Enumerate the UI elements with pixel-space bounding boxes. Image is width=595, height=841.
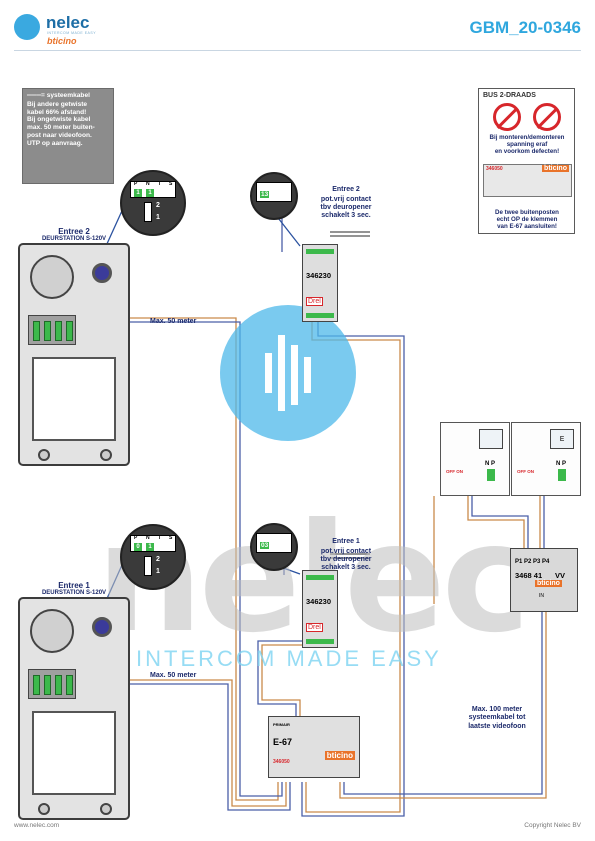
terminal-block [28, 315, 76, 345]
warning-title: BUS 2-DRAADS [483, 92, 536, 99]
station1-title: Entree 1 [58, 581, 90, 590]
door-station-entree1 [18, 597, 130, 820]
power-brand: bticino [324, 751, 355, 760]
watermark-tagline: INTERCOM MADE EASY [136, 646, 442, 671]
footer-copyright: Copyright Nelec BV [524, 822, 581, 829]
speaker-icon [30, 609, 74, 653]
wire-station2-blue [80, 321, 283, 797]
wire-mon1-blue [471, 496, 529, 548]
cable-note-body: Bij andere getwiste kabel 66% afstand! B… [27, 100, 95, 147]
brand-tagline: INTERCOM MADE EASY [47, 31, 97, 35]
relay-module-entree1: 346230 Drel [302, 570, 338, 648]
relay2-zoom: 13 [250, 172, 298, 220]
station1-subtitle: DEURSTATION S-120V [41, 590, 107, 596]
nameplate-window [32, 357, 116, 441]
relay1-title: Entree 1 [332, 538, 360, 545]
relay2-title: Entree 2 [332, 186, 360, 193]
videophone-1: N P OFF ON [440, 422, 510, 496]
relay1-code: 346230 [306, 597, 332, 606]
document-code: GBM_20-0346 [469, 18, 581, 37]
distributor-code: 3468 41 [515, 571, 543, 580]
relay2-code: 346230 [306, 271, 332, 280]
distributor-brand: bticino [535, 580, 562, 587]
station2-dip-switch [144, 202, 152, 222]
warning-footer: De twee buitenposten echt OP de klemmen … [495, 209, 559, 231]
no-voltage-icon [533, 103, 561, 131]
no-plug-icon [493, 103, 521, 131]
power-primary-label: PRIMAIR [273, 722, 290, 727]
distributor-ports: P1 P2 P3 P4 [515, 559, 550, 565]
watermark-circle [220, 305, 356, 441]
relay2-text: pot.vrij contact tbv deuropener schakelt… [320, 196, 372, 220]
nameplate-window [32, 711, 116, 795]
terminal-block [28, 669, 76, 699]
relay1-contact [330, 231, 370, 237]
video-distributor: P1 P2 P3 P4 3468 41 VV bticino IN [510, 548, 578, 612]
partner-logo: bticino [47, 36, 77, 46]
wire-bus-orange [339, 590, 547, 799]
warning-text: Bij monteren/demonteren spanning eraf en… [489, 134, 565, 156]
relay1-text: pot.vrij contact tbv deuropener schakelt… [320, 548, 372, 572]
power-name: E-67 [273, 737, 293, 747]
power-supply-e67: PRIMAIR E-67 346050 bticino [268, 716, 360, 778]
station2-distance: Max. 50 meter [150, 318, 197, 325]
relay2-tag: Drel [306, 297, 323, 306]
camera-icon [92, 617, 112, 637]
relay-module-entree2: 346230 Drel [302, 244, 338, 322]
monitor-screen-icon: E [550, 429, 574, 449]
wire-mon1-orange [467, 496, 525, 548]
footer-website: www.nelec.com [14, 822, 60, 829]
station2-zoom: P N T S 1 1 2 1 [120, 170, 186, 236]
wire-station1-blue [80, 683, 291, 811]
bus-warning: BUS 2-DRAADS Bij monteren/demonteren spa… [478, 88, 575, 234]
relay1-tag: Drel [306, 623, 323, 632]
station1-zoom: P N T S 0 1 2 1 [120, 524, 186, 590]
wire-station1-orange [80, 679, 287, 807]
wire-bus-blue [343, 590, 543, 795]
nelec-logo-icon [14, 14, 40, 40]
monitor-screen-icon [479, 429, 503, 449]
watermark-bars-icon [265, 335, 311, 411]
distributor-suffix: VV [555, 571, 566, 580]
mini-device-code: 346050 [486, 166, 503, 172]
camera-icon [92, 263, 112, 283]
mini-device-brand: bticino [542, 165, 569, 172]
cable-note-title: ═══= systeemkabel [27, 92, 90, 99]
wire-station2-orange [80, 317, 279, 801]
header-divider [14, 50, 581, 51]
station2-title: Entree 2 [58, 227, 90, 236]
distributor-input: IN [539, 593, 544, 599]
brand-name: nelec [46, 13, 90, 32]
videophone-2: E N P OFF ON [511, 422, 581, 496]
station1-distance: Max. 50 meter [150, 672, 197, 679]
speaker-icon [30, 255, 74, 299]
cable-note: ═══= systeemkabel Bij andere getwiste ka… [22, 88, 114, 184]
power-code: 346050 [273, 759, 290, 765]
door-station-entree2 [18, 243, 130, 466]
station2-subtitle: DEURSTATION S-120V [41, 236, 107, 242]
relay2-contact [330, 553, 370, 559]
relay1-zoom: 03 [250, 523, 298, 571]
max-distance-note: Max. 100 meter systeemkabel tot laatste … [468, 706, 526, 730]
mini-power-supply: 346050 bticino [483, 164, 572, 197]
station1-dip-switch [144, 556, 152, 576]
